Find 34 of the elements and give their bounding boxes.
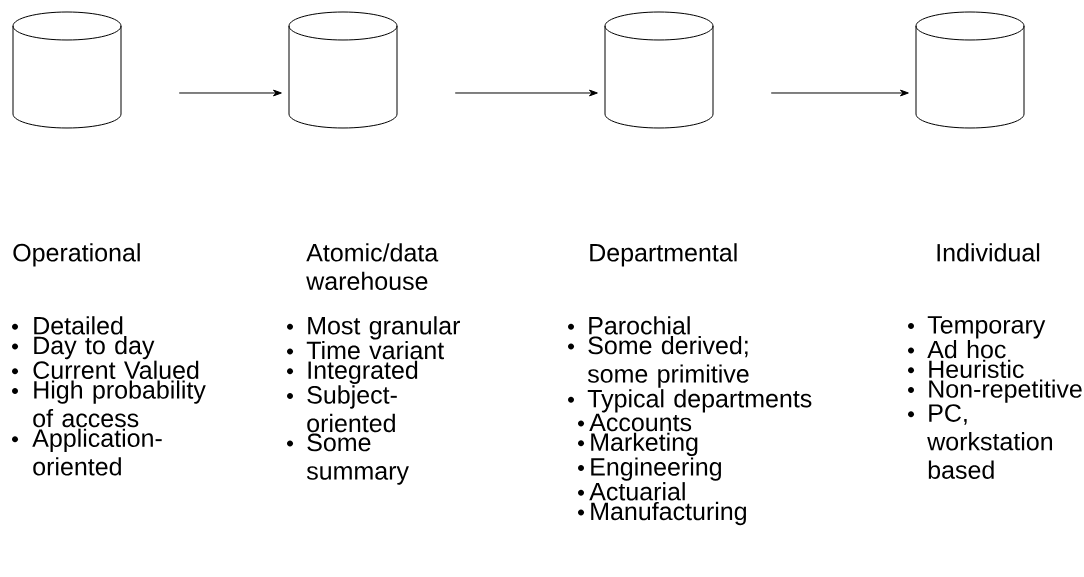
bullet-item: PC, workstation based <box>908 404 1052 479</box>
bullet-item: Application-oriented <box>12 428 162 476</box>
bullet-item: Current Valued <box>12 360 199 379</box>
database-cylinder <box>604 11 714 129</box>
bullet-item: Accounts <box>578 413 692 432</box>
bullet-item: Actuarial <box>578 482 685 501</box>
bullet-item: Some summary <box>287 433 409 485</box>
database-cylinder <box>288 11 398 129</box>
column-title: Operational <box>13 243 140 267</box>
bullet-item: Non-repetitive <box>908 379 1082 403</box>
bullet-item: Marketing <box>578 432 698 456</box>
bullet-item: Parochial <box>568 316 690 335</box>
bullet-item: Time variant <box>287 340 444 360</box>
arrow <box>770 89 909 97</box>
bullet-item: Day to day <box>12 335 155 360</box>
bullet-item: Temporary <box>908 316 1046 339</box>
bullet-item: Heuristic <box>908 359 1024 379</box>
arrow <box>178 89 282 97</box>
bullet-item: Some derived; some primitive <box>568 335 749 388</box>
bullet-item: High probability of access <box>12 380 206 428</box>
bullet-item: Most granular <box>287 316 460 340</box>
bullet-item: Ad hoc <box>908 340 1006 359</box>
bullet-item: Typical departments <box>568 389 812 413</box>
column-title: Individual <box>937 243 1040 262</box>
column-title: Departmental <box>590 243 737 267</box>
bullet-item: Subject-oriented <box>287 385 397 433</box>
bullet-item: Manufacturing <box>578 501 746 526</box>
column-title: Atomic/data warehouse <box>306 243 439 291</box>
bullet-item: Integrated <box>287 360 418 384</box>
bullet-item: Engineering <box>578 457 721 481</box>
bullet-item: Detailed <box>12 316 123 335</box>
arrow <box>454 89 598 97</box>
database-cylinder <box>915 11 1025 129</box>
database-cylinder <box>12 11 122 129</box>
